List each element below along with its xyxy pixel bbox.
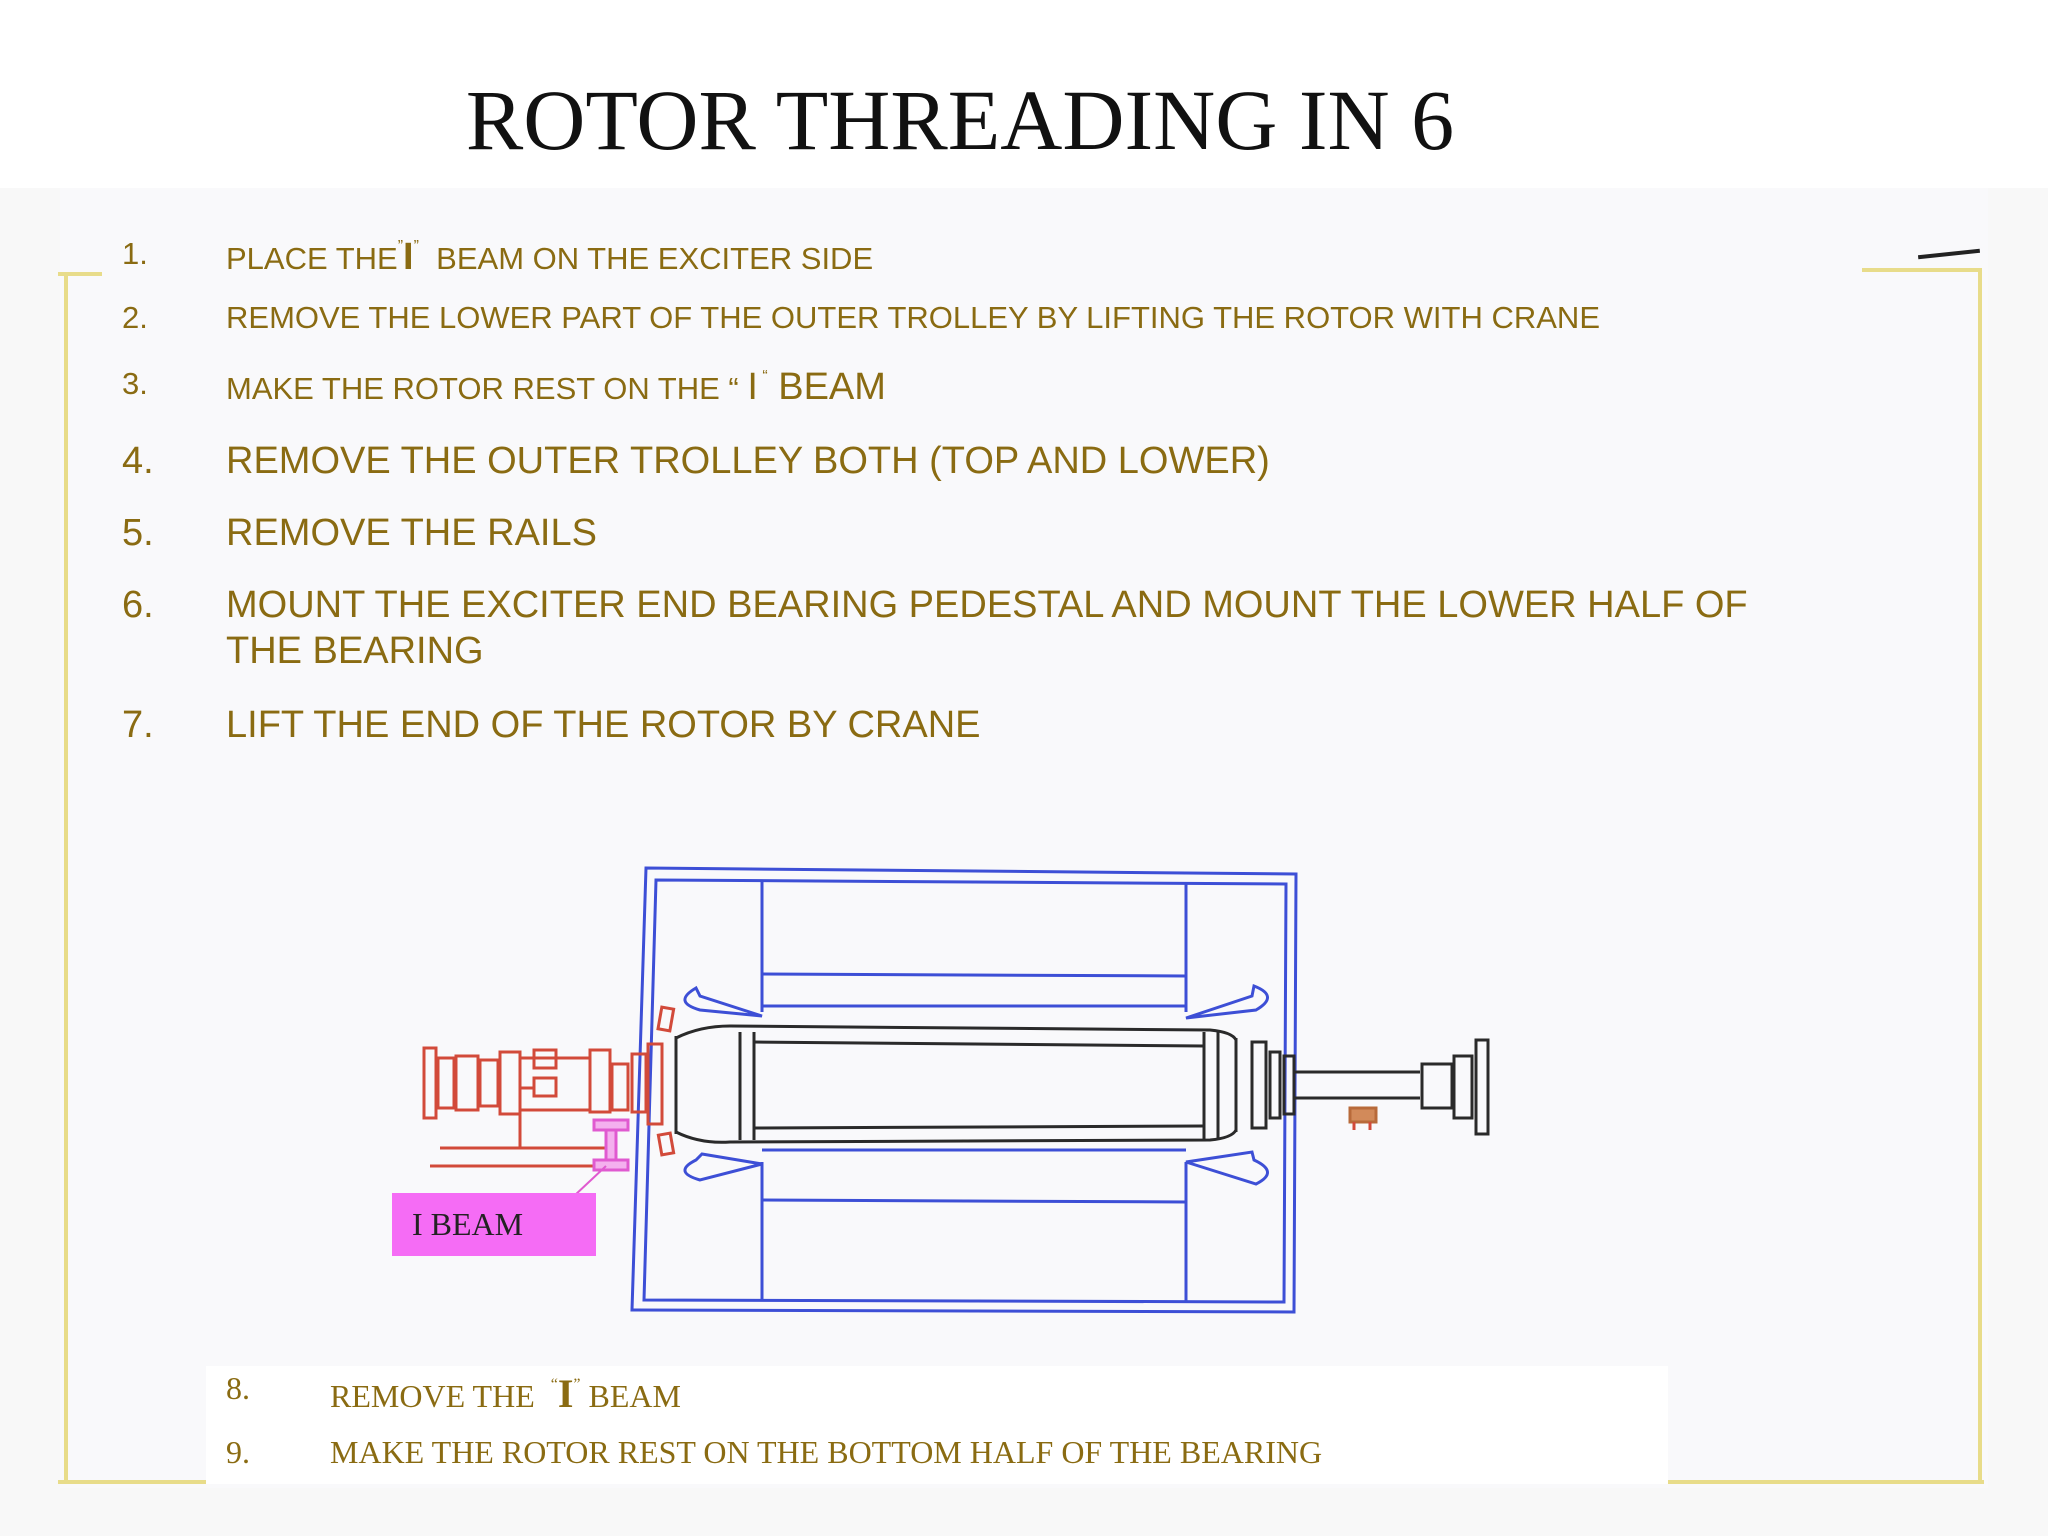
- step-text: REMOVE THE LOWER PART OF THE OUTER TROLL…: [226, 300, 1600, 335]
- step-text: REMOVE THE OUTER TROLLEY BOTH (TOP AND L…: [226, 440, 1270, 482]
- title-band: [0, 0, 2048, 188]
- step-number: 5.: [122, 512, 154, 554]
- i-letter: I: [747, 366, 758, 408]
- step-number: 1.: [122, 236, 148, 271]
- step-number: 2.: [122, 300, 148, 335]
- stator-casing: [630, 866, 1298, 1314]
- quote-mark: “: [550, 1376, 558, 1393]
- step-text-tail: BEAM ON THE EXCITER SIDE: [418, 241, 874, 276]
- step-text-line1: MOUNT THE EXCITER END BEARING PEDESTAL A…: [226, 584, 1748, 626]
- i-beam-pointer: [573, 1165, 607, 1197]
- i-letter: I: [403, 236, 414, 278]
- quote-mark: ”: [413, 238, 419, 255]
- quote-mark: ”: [573, 1376, 581, 1393]
- step-text: PLACE THE: [226, 241, 398, 276]
- step-number: 3.: [122, 366, 148, 401]
- quote-mark: ”: [397, 238, 404, 255]
- i-beam-label: I BEAM: [392, 1193, 596, 1256]
- rotor-threading-diagram: [422, 866, 1490, 1314]
- bottom-steps-panel: [206, 1366, 1668, 1484]
- step-number: 9.: [226, 1434, 250, 1470]
- frame-line-left: [64, 272, 68, 1484]
- paper-sheet: [60, 188, 1988, 1488]
- rotor: [674, 1024, 1490, 1144]
- frame-line-top-right: [1862, 268, 1982, 272]
- quote-mark: “: [757, 368, 768, 385]
- step-text-tail: BEAM: [767, 366, 886, 408]
- step-number: 4.: [122, 440, 154, 482]
- frame-line-right: [1978, 268, 1982, 1484]
- step-8: 8. REMOVE THE “I” BEAM: [226, 1370, 926, 1420]
- frame-line-top-left: [58, 272, 102, 276]
- step-number: 8.: [226, 1370, 250, 1406]
- step-number: 6.: [122, 584, 154, 626]
- step-text: MAKE THE ROTOR REST ON THE BOTTOM HALF O…: [330, 1434, 1323, 1470]
- step-text: MAKE THE ROTOR REST ON THE “: [226, 371, 748, 406]
- step-number: 7.: [122, 704, 154, 746]
- i-beam: [592, 1118, 630, 1172]
- page-title: ROTOR THREADING IN 6: [465, 72, 1455, 168]
- step-text-line2: THE BEARING: [226, 630, 484, 672]
- step-text: REMOVE THE: [330, 1378, 551, 1414]
- step-text: LIFT THE END OF THE ROTOR BY CRANE: [226, 704, 981, 746]
- i-letter: I: [557, 1371, 574, 1416]
- exciter-end: [422, 1005, 1378, 1168]
- step-text: REMOVE THE RAILS: [226, 512, 597, 554]
- step-text-tail: BEAM: [580, 1378, 681, 1414]
- step-9: 9. MAKE THE ROTOR REST ON THE BOTTOM HAL…: [226, 1434, 1626, 1484]
